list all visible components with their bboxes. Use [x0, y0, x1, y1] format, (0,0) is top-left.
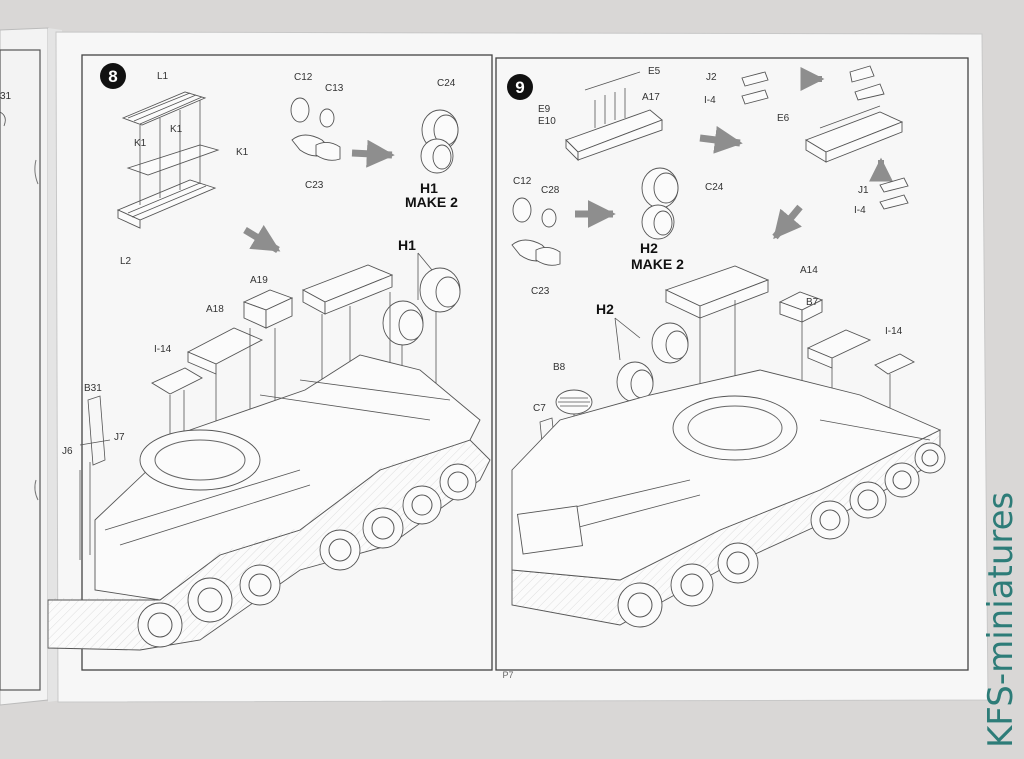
j1-bracket [879, 177, 909, 210]
step-8: 8 L1 K1 K1 K1 L2 C12 C13 C23 [47, 63, 491, 651]
part-I-4: I-4 [854, 205, 866, 216]
step-9-frame [495, 57, 969, 671]
h2-subassembly [641, 167, 679, 240]
wheel-parts-group-9 [511, 197, 561, 266]
part-J6: J6 [62, 446, 73, 457]
step-8-badge: 8 [100, 63, 126, 89]
part-C24: C24 [705, 182, 724, 193]
wheel-parts-group [290, 97, 341, 161]
part-C23: C23 [305, 180, 324, 191]
part-E10: E10 [538, 116, 556, 127]
part-B31: B31 [84, 383, 102, 394]
road-wheels-step8 [137, 463, 477, 648]
watermark: KFS-miniatures [981, 492, 1021, 748]
part-C24: C24 [437, 78, 456, 89]
stowage-rack-part [116, 91, 220, 229]
left-page-fragment: 31 [0, 49, 41, 691]
booklet-left-page [0, 27, 49, 706]
part-A18: A18 [206, 304, 224, 315]
step-9-number: 9 [515, 78, 524, 97]
part-J1: J1 [858, 185, 869, 196]
part-E6: E6 [777, 113, 790, 124]
h1-callout: H1 [398, 237, 416, 253]
part-J7: J7 [114, 432, 125, 443]
step-9: 9 E5 E9 E10 A17 J2 I-4 E6 [507, 65, 946, 628]
filter-a14 [778, 291, 824, 323]
h2-make-count: MAKE 2 [631, 256, 684, 272]
road-wheels-step9 [617, 442, 946, 628]
storage-box-part [301, 264, 394, 315]
tank-hull-step8 [47, 354, 491, 651]
engine-deck-part [664, 265, 770, 319]
j2-bracket [741, 71, 769, 105]
arrow [243, 224, 281, 253]
part-L1: L1 [157, 71, 169, 82]
part-C13: C13 [325, 83, 344, 94]
h2-placed-wheels [616, 322, 689, 403]
part-B7: B7 [806, 297, 819, 308]
part-K1: K1 [236, 147, 249, 158]
h2-callout: H2 [596, 301, 614, 317]
grille-b8 [555, 389, 593, 415]
fragment-label: 31 [0, 91, 12, 102]
part-A19: A19 [250, 275, 268, 286]
bracket-i14 [151, 367, 203, 395]
part-I-14: I-14 [885, 326, 903, 337]
h1-title: H1 [420, 180, 438, 196]
part-C28: C28 [541, 185, 560, 196]
part-C7: C7 [533, 403, 546, 414]
part-I-14: I-14 [154, 344, 172, 355]
rear-box-e6 [804, 105, 904, 163]
rear-box-assembly [565, 71, 663, 162]
arrow [351, 139, 395, 168]
part-I-4: I-4 [704, 95, 716, 106]
part-E9: E9 [538, 104, 551, 115]
part-K1: K1 [134, 138, 147, 149]
ammo-box-a18 [186, 327, 264, 375]
ammo-box-a19 [242, 289, 294, 329]
page-number: P7 [502, 670, 513, 680]
tank-hull-step9 [511, 369, 942, 626]
arrow [699, 125, 743, 154]
h2-title: H2 [640, 240, 658, 256]
part-J2: J2 [706, 72, 717, 83]
step-8-frame [81, 54, 493, 671]
bracket-i14-9 [874, 353, 915, 375]
part-L2: L2 [120, 256, 132, 267]
part-C12: C12 [513, 176, 532, 187]
part-E5: E5 [648, 66, 661, 77]
part-B8: B8 [553, 362, 566, 373]
h1-make-count: MAKE 2 [405, 194, 458, 210]
part-A14: A14 [800, 265, 818, 276]
part-K1: K1 [170, 124, 183, 135]
h1-placed-wheels [382, 267, 461, 346]
part-C23: C23 [531, 286, 550, 297]
step-9-badge: 9 [507, 74, 533, 100]
step-8-number: 8 [108, 67, 117, 86]
part-C12: C12 [294, 72, 313, 83]
arrow [772, 204, 803, 240]
h1-subassembly [420, 109, 459, 174]
part-A17: A17 [642, 92, 660, 103]
j2-assembled [849, 65, 885, 101]
